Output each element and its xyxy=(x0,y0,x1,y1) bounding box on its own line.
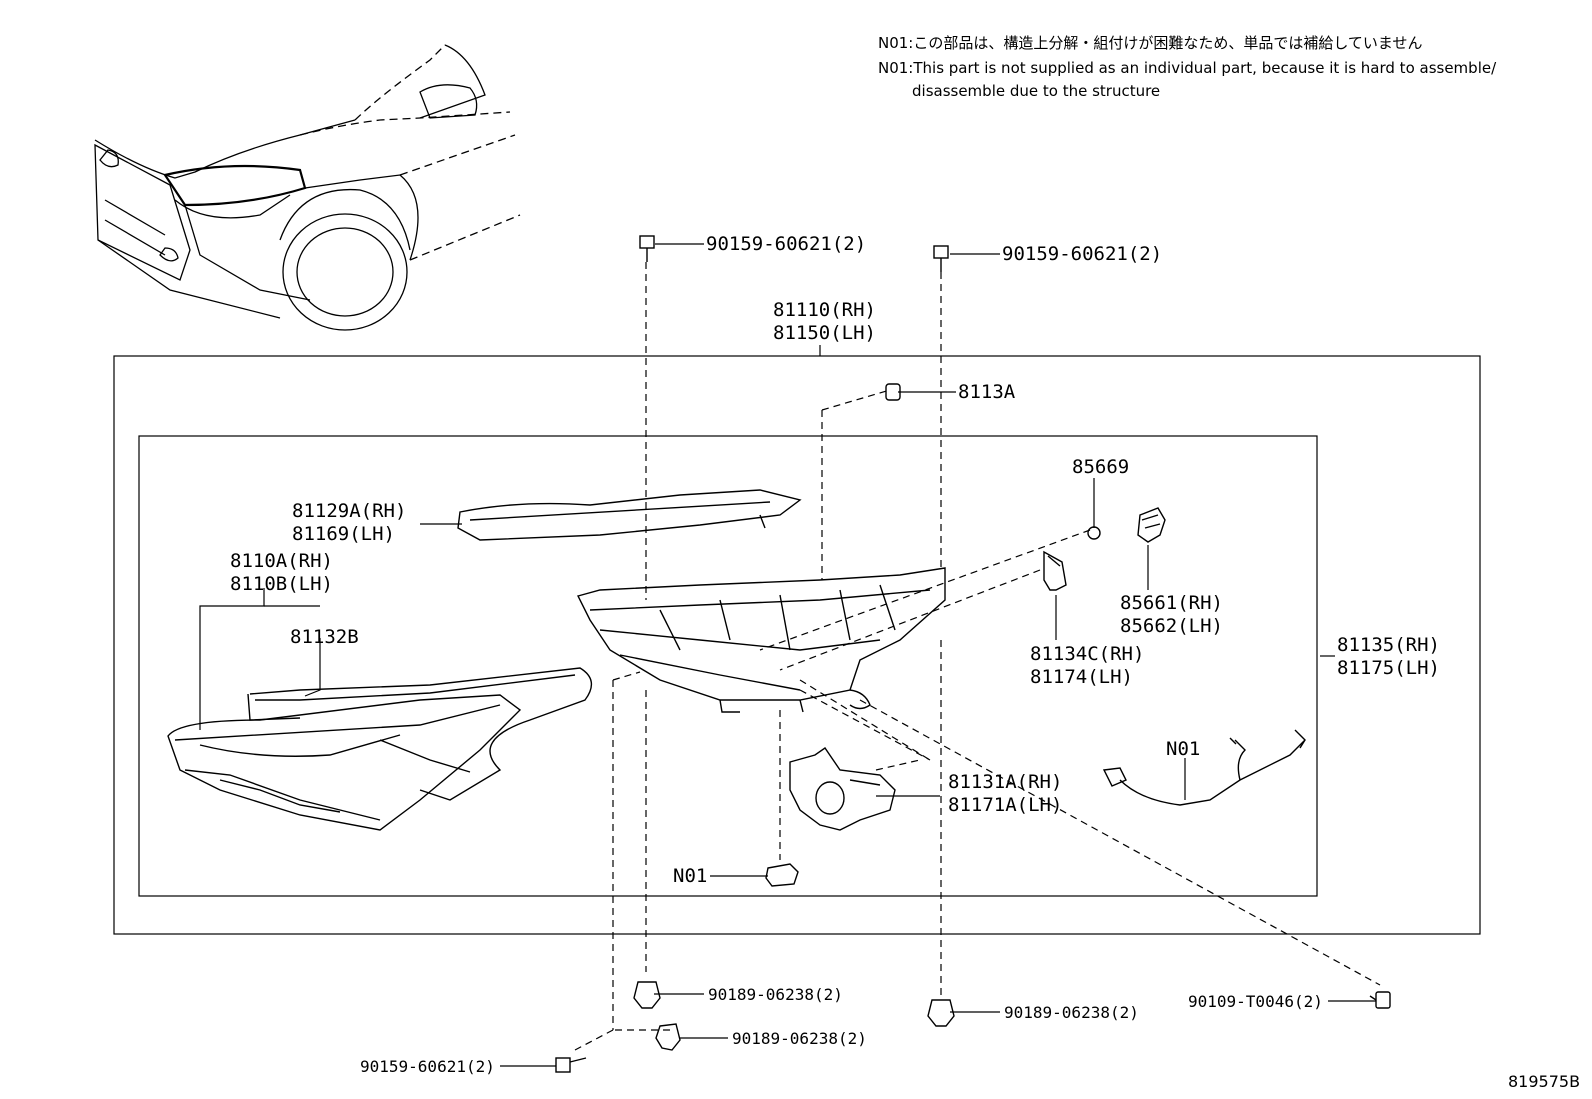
headlamp-lens-part xyxy=(167,667,593,831)
vehicle-thumbnail xyxy=(94,44,521,331)
leader-lines xyxy=(199,243,1376,1067)
grommet-lower-icon xyxy=(655,1023,681,1051)
grommet-right-icon xyxy=(927,999,955,1027)
label-unit-n01: N01 xyxy=(673,865,708,887)
assembly-outer-box xyxy=(113,355,1481,935)
bolt-top-right-icon xyxy=(933,245,949,272)
label-cover-lh: 81174(LH) xyxy=(1030,666,1133,688)
light-module-part xyxy=(789,747,896,831)
note-en-line2: disassemble due to the structure xyxy=(912,82,1161,100)
label-housing-rh: 81135(RH) xyxy=(1337,634,1440,656)
label-bolt-top-left: 90159-60621(2) xyxy=(706,233,867,255)
label-bolt-top-right: 90159-60621(2) xyxy=(1002,243,1163,265)
note-jp: N01:この部品は、構造上分解・組付けが困難なため、単品では補給していません xyxy=(878,34,1423,52)
label-cover-rh: 81134C(RH) xyxy=(1030,643,1145,665)
label-bolt-bottom: 90159-60621(2) xyxy=(360,1057,495,1076)
screw-right-icon xyxy=(1369,991,1391,1009)
label-grommet-right: 90189-06238(2) xyxy=(1004,1003,1139,1022)
dashed-guides xyxy=(574,262,1381,1051)
label-module-rh: 81131A(RH) xyxy=(948,771,1063,793)
bolt-top-left-icon xyxy=(639,235,655,262)
cap-8113A-icon xyxy=(885,383,901,401)
label-headlamp-assy-rh: 81110(RH) xyxy=(773,299,876,321)
bolt-bottom-icon xyxy=(555,1057,587,1073)
label-headlamp-assy-lh: 81150(LH) xyxy=(773,322,876,344)
note-en-line1: N01:This part is not supplied as an indi… xyxy=(878,59,1497,77)
label-grommet-lower: 90189-06238(2) xyxy=(732,1029,867,1048)
label-trim-lh: 81169(LH) xyxy=(292,523,395,545)
control-unit-part xyxy=(765,863,799,887)
bulb-ring-part xyxy=(1087,526,1101,540)
trim-strip-part xyxy=(457,489,802,541)
wire-harness-part xyxy=(1102,729,1306,806)
label-socket-lh: 85662(LH) xyxy=(1120,615,1223,637)
label-trim-rh: 81129A(RH) xyxy=(292,500,407,522)
label-bulb-85669: 85669 xyxy=(1072,456,1130,478)
socket-part xyxy=(1137,507,1166,543)
cover-part xyxy=(1043,550,1067,591)
assembly-inner-box xyxy=(138,435,1318,897)
diagram-reference-number: 819575B xyxy=(1508,1072,1581,1091)
label-gasket: 81132B xyxy=(290,626,359,648)
label-harness-n01: N01 xyxy=(1166,738,1201,760)
grommet-left-icon xyxy=(633,981,661,1009)
label-socket-rh: 85661(RH) xyxy=(1120,592,1223,614)
label-cap-8113A: 8113A xyxy=(958,381,1016,403)
label-lens-lh: 8110B(LH) xyxy=(230,573,333,595)
label-module-lh: 81171A(LH) xyxy=(948,794,1063,816)
headlamp-housing-part xyxy=(576,567,946,713)
label-lens-rh: 8110A(RH) xyxy=(230,550,333,572)
label-screw-right: 90109-T0046(2) xyxy=(1188,992,1323,1011)
label-grommet-left: 90189-06238(2) xyxy=(708,985,843,1004)
label-housing-lh: 81175(LH) xyxy=(1337,657,1440,679)
